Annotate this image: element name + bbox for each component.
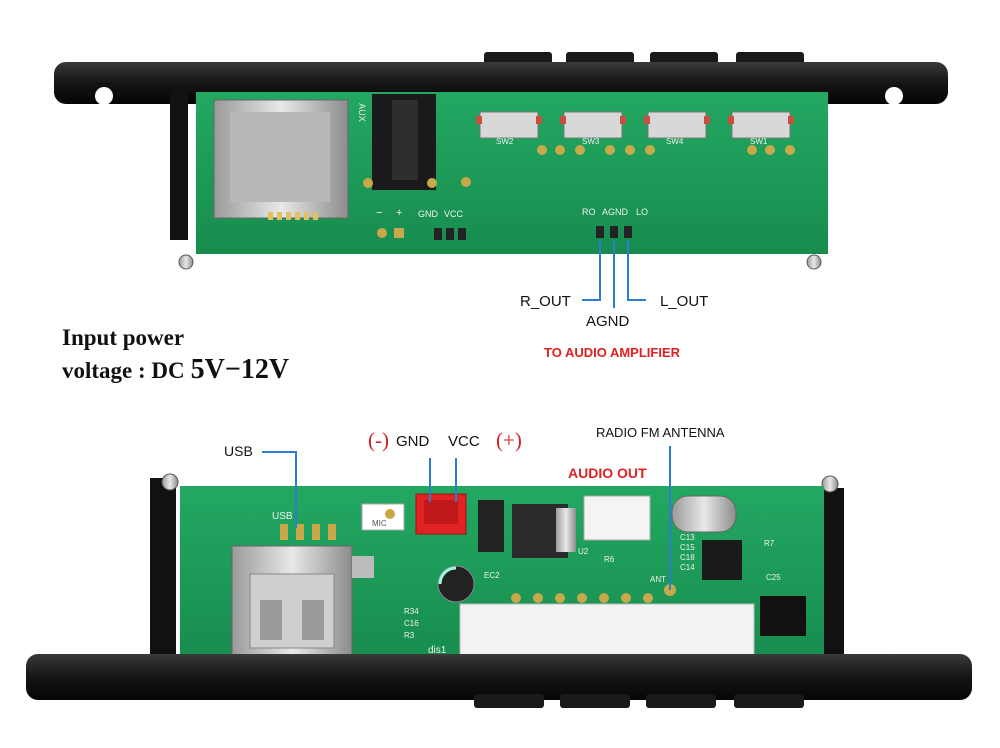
led-display	[459, 603, 755, 661]
silk-ant: ANT	[650, 575, 666, 584]
power-note-prefix: voltage : DC	[62, 358, 185, 383]
callout-radio-fm-antenna: RADIO FM ANTENNA	[596, 425, 725, 440]
silk-c15: C15	[680, 543, 695, 552]
silk-c14: C14	[680, 563, 695, 572]
audio-out-connector	[583, 495, 651, 541]
silk-c13: C13	[680, 533, 695, 542]
callout-vcc: VCC	[448, 433, 480, 450]
silk-aux: AUX	[356, 103, 367, 122]
silk-ro: RO	[582, 207, 596, 217]
callout-lines-bottom	[262, 446, 671, 590]
callout-usb: USB	[224, 443, 253, 459]
silk-agnd: AGND	[602, 207, 629, 217]
tact-switches	[476, 111, 794, 139]
side-rail-left-2	[150, 478, 176, 658]
power-note-voltage: 5V−12V	[190, 354, 290, 385]
bluetooth-ic	[702, 540, 742, 580]
silk-sw2: SW2	[496, 137, 514, 146]
silk-usb: USB	[272, 511, 293, 522]
silk-sw4: SW4	[666, 137, 684, 146]
crystal	[671, 495, 737, 533]
silk-r34: R34	[404, 607, 419, 616]
callout-agnd: AGND	[586, 313, 630, 330]
callout-l-out: L_OUT	[660, 293, 709, 310]
silk-u2: U2	[578, 547, 589, 556]
mount-hole-left	[95, 87, 113, 105]
sd-card-slot-inner	[230, 112, 330, 202]
silk-minus: −	[376, 207, 383, 219]
callout-lines-top	[582, 240, 646, 308]
electrolytic-capacitor	[437, 565, 475, 603]
screw-bl	[178, 254, 194, 270]
silk-plus: +	[396, 207, 403, 219]
top-board	[54, 52, 948, 308]
callout-r-out: R_OUT	[520, 293, 571, 310]
front-bezel-bottom	[26, 654, 972, 700]
bottom-board	[26, 446, 972, 708]
mount-hole-right	[885, 87, 903, 105]
silk-mic: MIC	[372, 519, 387, 528]
power-note-line1: Input power	[62, 325, 185, 350]
callout-minus: (-)	[368, 428, 389, 452]
ir-receiver	[760, 596, 806, 636]
silk-lo: LO	[636, 207, 649, 217]
callout-to-audio-amplifier: TO AUDIO AMPLIFIER	[544, 345, 681, 360]
silk-r6: R6	[604, 555, 615, 564]
silk-c25: C25	[766, 573, 781, 582]
silk-dis1: dis1	[428, 645, 447, 656]
silk-sw1: SW1	[750, 137, 768, 146]
silk-gnd: GND	[418, 209, 438, 219]
silk-r3: R3	[404, 631, 415, 640]
silk-vcc: VCC	[444, 209, 464, 219]
callout-gnd: GND	[396, 433, 430, 450]
screw-br	[806, 254, 822, 270]
silk-r7: R7	[764, 539, 775, 548]
silk-ec2: EC2	[484, 571, 500, 580]
callout-plus: (+)	[496, 428, 522, 452]
callout-audio-out: AUDIO OUT	[568, 465, 647, 481]
silk-c18: C18	[680, 553, 695, 562]
mic-footprint	[361, 503, 405, 531]
silk-c16: C16	[404, 619, 419, 628]
silk-sw3: SW3	[582, 137, 600, 146]
side-rail-left	[170, 90, 188, 240]
